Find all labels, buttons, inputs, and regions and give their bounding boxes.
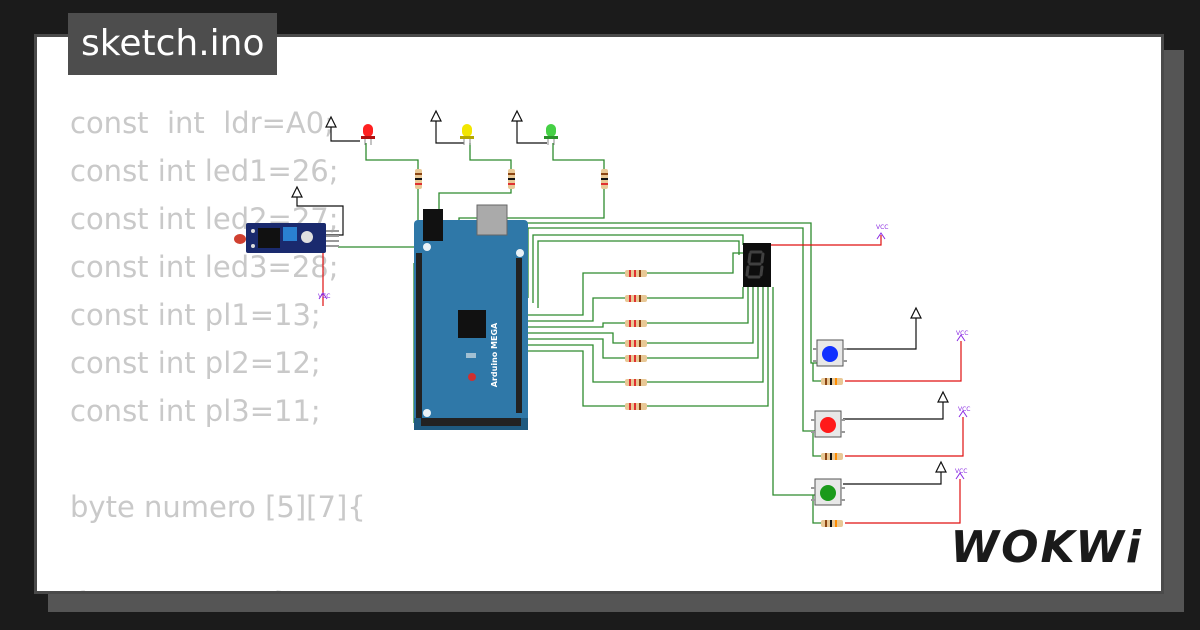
resistor[interactable] [821,378,843,385]
vcc-label: VCC [876,224,888,231]
resistor[interactable] [625,295,647,302]
resistor[interactable] [625,270,647,277]
black-wires [296,121,944,485]
vcc-label: VCC [955,468,967,475]
vcc-label: VCC [956,330,968,337]
vcc-symbols [318,232,968,480]
wokwi-logo: WOKWi [950,522,1143,573]
vcc-label: VCC [318,293,330,300]
resistor[interactable] [821,520,843,527]
project-title: sketch.ino [68,13,278,75]
code-line: {0,0,0,0,0,0,1},//0 [70,586,339,591]
resistor[interactable] [625,403,647,410]
resistor[interactable] [821,453,843,460]
red-wires [322,235,964,524]
resistor[interactable] [625,355,647,362]
circuit-diagram: VCC VCC VCC VCC VCC [234,109,970,527]
seven-segment-display[interactable] [743,243,771,287]
vcc-label: VCC [958,406,970,413]
arduino-mega-board[interactable]: Arduino MEGA [414,204,528,430]
resistor[interactable] [625,340,647,347]
code-line: const int pl2=12; [70,346,321,380]
resistor[interactable] [508,169,515,189]
segment-resistors [625,270,843,527]
code-line: const int pl1=13; [70,298,321,332]
code-line: const int led1=26; [70,154,339,188]
led-green[interactable] [544,124,558,145]
push-button-blue[interactable] [813,339,847,367]
led-yellow[interactable] [460,124,474,145]
led-red[interactable] [361,124,375,145]
code-preview: const int ldr=A0; const int led1=26; con… [70,99,366,591]
ground-symbols [291,109,949,473]
code-line: const int led3=28; [70,250,339,284]
ldr-sensor-module[interactable] [234,223,339,253]
resistor[interactable] [415,169,422,189]
code-line: byte numero [5][7]{ [70,490,366,524]
project-preview-card[interactable]: const int ldr=A0; const int led1=26; con… [34,34,1164,594]
resistor[interactable] [625,379,647,386]
push-button-green[interactable] [811,478,845,506]
code-line: const int pl3=11; [70,394,321,428]
resistor[interactable] [625,320,647,327]
push-button-red[interactable] [811,410,845,438]
code-line: const int ldr=A0; [70,106,334,140]
resistor[interactable] [601,169,608,189]
green-wires [338,143,821,524]
board-label: Arduino MEGA [490,322,499,387]
